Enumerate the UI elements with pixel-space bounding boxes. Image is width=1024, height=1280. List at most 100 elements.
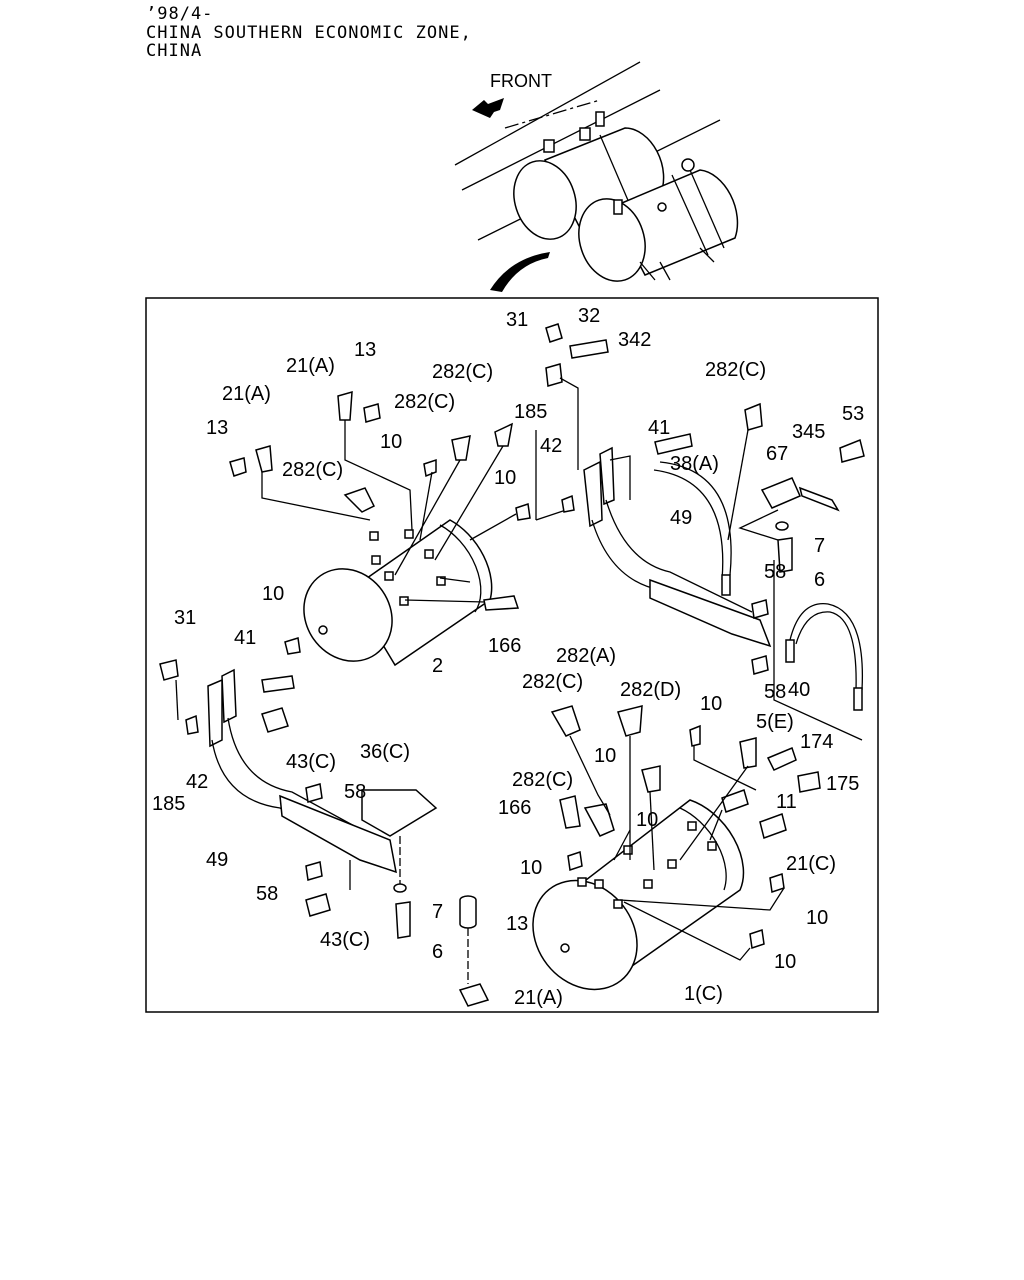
- cap-13-bottom-icon: [459, 895, 477, 929]
- drain-valve-166-top-icon: [483, 595, 520, 611]
- label-13-left: 13: [206, 417, 228, 439]
- plug-10-h-icon: [769, 873, 785, 893]
- fitting-21a-bottom-icon: [458, 983, 490, 1007]
- label-42-top: 42: [540, 435, 562, 457]
- label-282c-c: 282(C): [432, 361, 493, 383]
- plug-10-f-icon: [567, 851, 583, 871]
- label-58-c: 58: [344, 781, 366, 803]
- elbow-282c-e-icon: [583, 803, 615, 837]
- header-date-line: ’98/4-: [146, 4, 214, 24]
- label-10-f: 10: [520, 857, 542, 879]
- nut-58-right-b-icon: [751, 655, 769, 675]
- elbow-282c-b-icon: [451, 435, 471, 461]
- nut-32-icon: [545, 323, 563, 343]
- label-10-d: 10: [700, 693, 722, 715]
- label-21a-left: 21(A): [222, 383, 271, 405]
- fitting-21a-left-icon: [255, 445, 273, 473]
- top-bolts: [535, 323, 609, 521]
- label-53: 53: [842, 403, 864, 425]
- plug-10-i-icon: [749, 929, 765, 949]
- label-6-top: 6: [814, 569, 825, 591]
- label-166-bottom: 166: [498, 797, 531, 819]
- label-282c-e: 282(C): [512, 769, 573, 791]
- nut-13-top-icon: [363, 403, 381, 423]
- bolt-53-icon: [839, 438, 865, 463]
- label-31-top: 31: [506, 309, 528, 331]
- label-2: 2: [432, 655, 443, 677]
- label-49-top: 49: [670, 507, 692, 529]
- label-7-left: 7: [432, 901, 443, 923]
- plug-10-d-icon: [689, 724, 701, 747]
- upper-fittings: [229, 390, 531, 655]
- plug-10-a-icon: [423, 458, 437, 478]
- bracket-67-icon: [760, 477, 801, 509]
- bracket-36c-icon: [361, 789, 438, 837]
- bracket-49-left: [159, 659, 438, 939]
- bolt-31-top-icon: [545, 363, 563, 387]
- detail-frame: [145, 297, 879, 1013]
- label-345: 345: [792, 421, 825, 443]
- label-11: 11: [776, 791, 797, 813]
- label-185-top: 185: [514, 401, 547, 423]
- label-21a-top: 21(A): [286, 355, 335, 377]
- fitting-21c-icon: [759, 813, 787, 839]
- label-282d: 282(D): [620, 679, 681, 701]
- washer-7-left-icon: [393, 883, 407, 893]
- nut-13-left-icon: [229, 457, 247, 477]
- drain-valve-166-bottom-icon: [559, 795, 581, 829]
- label-21c: 21(C): [786, 853, 836, 875]
- bolt-41-left-icon: [261, 675, 295, 693]
- label-10-g: 10: [636, 809, 658, 831]
- front-label: FRONT: [490, 71, 552, 91]
- bracket-49-upper: [561, 402, 772, 648]
- plug-10-b-icon: [515, 503, 531, 521]
- label-41-left: 41: [234, 627, 256, 649]
- label-36c: 36(C): [360, 741, 410, 763]
- label-342: 342: [618, 329, 651, 351]
- label-185-left: 185: [152, 793, 185, 815]
- label-67: 67: [766, 443, 788, 465]
- label-58-d: 58: [256, 883, 278, 905]
- label-174: 174: [800, 731, 833, 753]
- elbow-282a-icon: [617, 705, 643, 737]
- label-43c-a: 43(C): [286, 751, 336, 773]
- label-10-i: 10: [774, 951, 796, 973]
- air-tank-1c: [532, 799, 745, 991]
- label-282a: 282(A): [556, 645, 616, 667]
- elbow-282d-icon: [641, 765, 661, 793]
- header-region-line: CHINA SOUTHERN ECONOMIC ZONE,: [146, 23, 472, 43]
- connector-6-top-icon: [777, 537, 793, 573]
- label-10-c: 10: [262, 583, 284, 605]
- fitting-11-icon: [721, 789, 749, 813]
- label-1c: 1(C): [684, 983, 723, 1005]
- label-21a-bottom: 21(A): [514, 987, 563, 1009]
- label-32: 32: [578, 305, 600, 327]
- elbow-282c-a-icon: [343, 487, 376, 513]
- label-42-left: 42: [186, 771, 208, 793]
- label-43c-b: 43(C): [320, 929, 370, 951]
- elbow-282c-top-right-icon: [744, 402, 763, 431]
- front-arrow-icon: [472, 98, 504, 118]
- bolt-41-top-icon: [654, 433, 693, 455]
- label-282c-a: 282(C): [282, 459, 343, 481]
- washer-42-top-icon: [561, 494, 575, 513]
- label-13-bottom: 13: [506, 913, 528, 935]
- label-282c-d: 282(C): [522, 671, 583, 693]
- nut-58-left-b-icon: [305, 861, 323, 881]
- stud-342-icon: [569, 339, 609, 359]
- label-10-e: 10: [594, 745, 616, 767]
- label-13-top: 13: [354, 339, 376, 361]
- label-175: 175: [826, 773, 859, 795]
- hose-40: [751, 560, 864, 741]
- bolt-43c-b-icon: [305, 893, 331, 917]
- connector-6-left-icon: [395, 901, 411, 939]
- label-31-left: 31: [174, 607, 196, 629]
- elbow-282c-d-icon: [550, 705, 581, 737]
- header-country-line: CHINA: [146, 41, 203, 61]
- label-38a: 38(A): [670, 453, 719, 475]
- fitting-21a-top-icon: [337, 390, 353, 421]
- label-41-top: 41: [648, 417, 670, 439]
- valve-174-icon: [766, 746, 797, 771]
- label-58-b: 58: [764, 681, 786, 703]
- label-10-h: 10: [806, 907, 828, 929]
